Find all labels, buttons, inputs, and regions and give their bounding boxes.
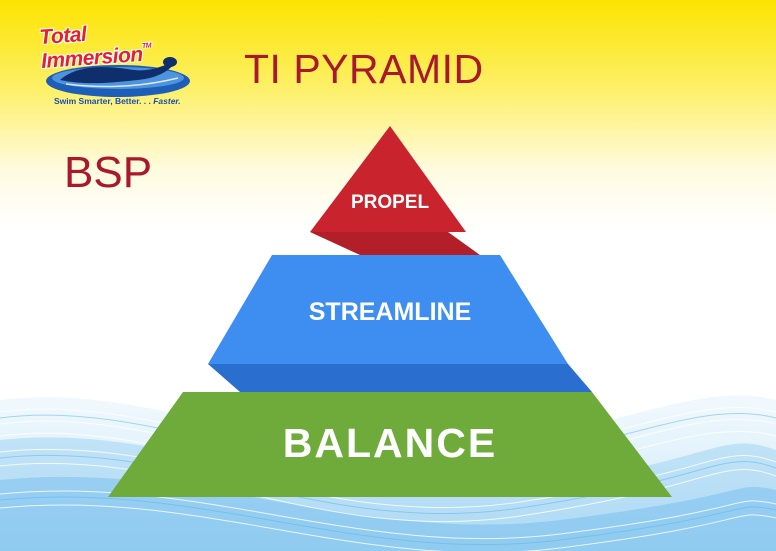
slide-title: TI PYRAMID xyxy=(244,46,484,92)
balance-label: BALANCE xyxy=(282,420,498,466)
swimmer-logo-graphic xyxy=(46,57,190,97)
propel-tier xyxy=(310,126,466,232)
balance-tier xyxy=(108,392,672,497)
logo-tagline: Swim Smarter, Better. . . Faster. xyxy=(54,96,181,106)
streamline-tier xyxy=(208,255,568,364)
propel-tier-fold xyxy=(310,232,480,255)
streamline-label: STREAMLINE xyxy=(308,298,472,326)
slide-subtitle: BSP xyxy=(64,148,153,197)
streamline-tier-fold xyxy=(208,364,592,392)
total-immersion-logo: Total ImmersionTM Swim Smarter, Better. … xyxy=(38,23,198,110)
propel-label: PROPEL xyxy=(350,192,430,213)
